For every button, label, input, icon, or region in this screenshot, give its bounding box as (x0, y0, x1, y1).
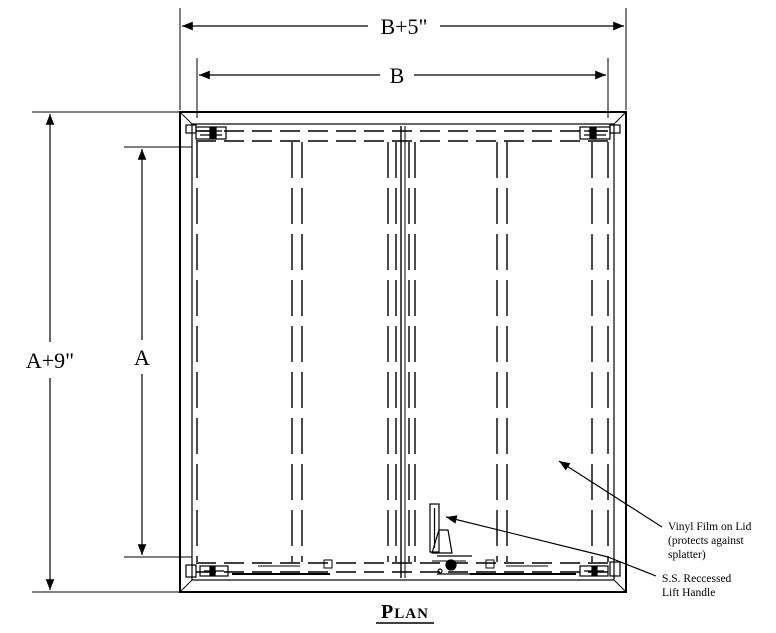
outer-width-label: B+5" (380, 14, 427, 39)
view-title-text: PLAN (381, 601, 429, 623)
bottom-hardware-strip (232, 559, 576, 575)
latch-bottom-left (185, 564, 229, 578)
latch-bottom-right (579, 561, 621, 577)
hinge-top-left (185, 124, 227, 140)
hatch-frame (179, 111, 627, 593)
hinge-top-right (579, 124, 621, 140)
dimension-inner-width: B (196, 58, 609, 118)
outer-height-label: A+9" (26, 348, 74, 373)
callout-leaders (445, 460, 663, 577)
callout-lift-handle: S.S. Reccessed Lift Handle (662, 573, 732, 599)
callout-vinyl-line-1: Vinyl Film on Lid (668, 521, 752, 533)
door-leaves (196, 126, 610, 578)
lift-handle (429, 503, 472, 575)
dimension-outer-width: B+5" (179, 8, 627, 110)
callout-handle-line-2: Lift Handle (662, 587, 715, 599)
dimension-outer-height: A+9" (26, 111, 182, 593)
view-title-rest: LAN (394, 606, 429, 622)
view-title-first: P (381, 601, 394, 623)
inner-height-label: A (134, 345, 150, 370)
view-title: PLAN (376, 601, 434, 624)
callout-handle-line-1: S.S. Reccessed (662, 573, 732, 585)
inner-width-label: B (390, 63, 405, 88)
callout-vinyl-line-2: (protects against (668, 535, 744, 547)
dimension-inner-height: A (124, 146, 192, 558)
callout-vinyl-film: Vinyl Film on Lid (protects against spla… (668, 521, 752, 561)
callout-vinyl-line-3: splatter) (668, 549, 706, 561)
